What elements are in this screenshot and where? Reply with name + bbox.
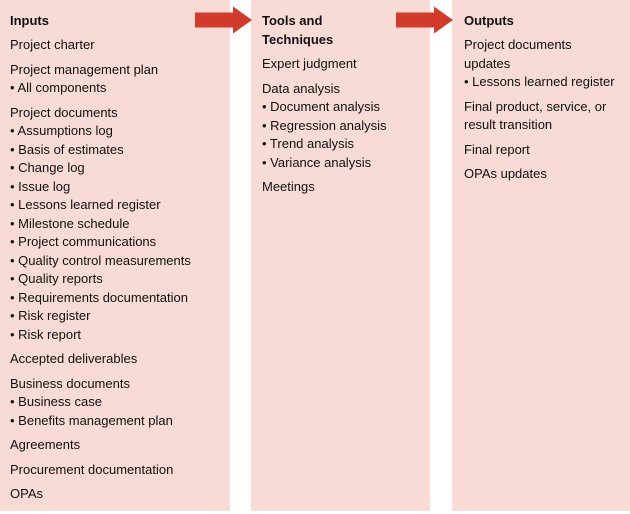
item-text: Data analysis	[262, 80, 341, 96]
bullet-item: • Business case	[10, 394, 102, 409]
bullet-item: • Risk report	[10, 326, 82, 342]
item-text: Business documents	[10, 375, 130, 391]
item-text: Project charter	[10, 37, 95, 52]
item-text: Expert judgment	[262, 56, 357, 71]
bullet-item: • Milestone schedule	[10, 215, 130, 231]
column-title: Tools and Techniques	[262, 13, 334, 47]
bullet-item: • Variance analysis	[262, 154, 372, 170]
item-text: Project documents	[10, 104, 118, 120]
bullet-item: • Requirements documentation	[10, 289, 188, 305]
bullet-item: • Benefits management plan	[10, 412, 173, 428]
bullet-item: • Quality reports	[10, 271, 103, 286]
bullet-item: • Trend analysis	[262, 136, 354, 151]
bullet-item: • Basis of estimates	[10, 141, 124, 157]
bullet-item: • Lessons learned register	[10, 197, 161, 212]
bullet-item: • Change log	[10, 160, 85, 175]
item-text: OPAs	[10, 486, 43, 501]
bullet-item: • Regression analysis	[262, 117, 387, 133]
bullet-item: • Quality control measurements	[10, 252, 191, 268]
item-text: Project management plan	[10, 61, 159, 77]
bullet-item: • All components	[10, 80, 107, 95]
bullet-item: • Lessons learned register	[464, 74, 615, 89]
item-text: Final report	[464, 141, 530, 157]
column-body: Project documents updates • Lessons learn…	[464, 36, 618, 184]
right-arrow-icon	[195, 6, 252, 34]
bullet-item: • Document analysis	[262, 99, 380, 114]
item-text: Final product, service, or result transi…	[464, 98, 607, 133]
item-text: Accepted deliverables	[10, 351, 138, 366]
item-text: OPAs updates	[464, 166, 547, 181]
bullet-item: • Assumptions log	[10, 123, 113, 138]
bullet-item: • Issue log	[10, 178, 71, 194]
item-text: Procurement documentation	[10, 461, 174, 477]
right-arrow-icon	[396, 6, 453, 34]
bullet-item: • Risk register	[10, 308, 91, 323]
outputs-column: Outputs Project documents updates • Lesso…	[452, 0, 630, 511]
item-text: Meetings	[262, 179, 315, 194]
item-text: Agreements	[10, 437, 81, 452]
item-text: Project documents updates	[464, 37, 572, 71]
column-title: Inputs	[10, 13, 49, 28]
bullet-item: • Project communications	[10, 234, 157, 249]
column-title: Outputs	[464, 13, 514, 28]
